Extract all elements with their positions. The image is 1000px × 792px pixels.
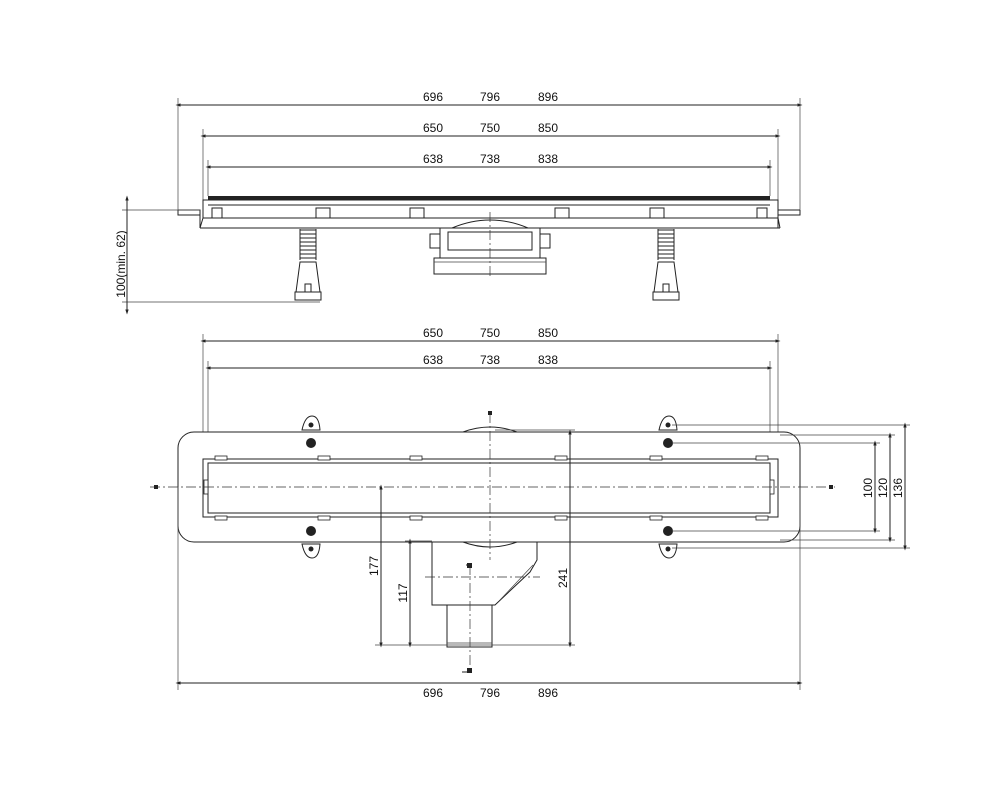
plan-overall-length-3: 896 xyxy=(538,686,558,700)
plan-grate-length-1: 638 xyxy=(423,353,443,367)
side-height-label: 100(min. 62) xyxy=(114,230,128,297)
adjustable-foot-right xyxy=(652,229,680,301)
side-height-dimension: 100(min. 62) xyxy=(114,195,320,315)
outlet-offset-dimension: 177 xyxy=(367,484,383,648)
plan-frame-length-2: 750 xyxy=(480,326,500,340)
width-136-label: 136 xyxy=(891,478,905,498)
side-view: 696 796 896 650 750 850 638 738 838 xyxy=(114,90,803,315)
width-100-label: 100 xyxy=(861,478,875,498)
side-grate-dimension: 638 738 838 xyxy=(205,152,773,196)
side-grate-length-1: 638 xyxy=(423,152,443,166)
channel-frame xyxy=(202,458,779,518)
plan-overall-dimension: 696 796 896 xyxy=(175,487,803,700)
side-overall-length-2: 796 xyxy=(480,90,500,104)
plan-frame-length-1: 650 xyxy=(423,326,443,340)
outlet-depth-label: 117 xyxy=(396,583,410,602)
plan-overall-length-1: 696 xyxy=(423,686,443,700)
plan-frame-length-3: 850 xyxy=(538,326,558,340)
side-frame-length-1: 650 xyxy=(423,121,443,135)
plan-view: 650 750 850 638 738 838 xyxy=(150,326,910,700)
side-overall-length-3: 896 xyxy=(538,90,558,104)
outlet-depth-dimension: 117 xyxy=(375,538,575,648)
side-frame-dimension: 650 750 850 xyxy=(200,121,781,200)
total-depth-label: 241 xyxy=(556,568,570,588)
side-overall-dimension: 696 796 896 xyxy=(175,90,803,212)
outlet-offset-label: 177 xyxy=(367,556,381,576)
width-dimensions: 100 120 136 xyxy=(672,422,910,551)
mounting-holes xyxy=(301,415,678,559)
side-overall-length-1: 696 xyxy=(423,90,443,104)
trap-side-profile xyxy=(429,212,551,278)
outlet-plan xyxy=(425,539,540,673)
adjustable-foot-left xyxy=(294,229,322,301)
side-frame-length-3: 850 xyxy=(538,121,558,135)
plan-grate-length-2: 738 xyxy=(480,353,500,367)
side-grate-length-3: 838 xyxy=(538,152,558,166)
side-grate-length-2: 738 xyxy=(480,152,500,166)
total-depth-dimension: 241 xyxy=(495,429,575,648)
width-120-label: 120 xyxy=(876,478,890,498)
side-frame-length-2: 750 xyxy=(480,121,500,135)
plan-overall-length-2: 796 xyxy=(480,686,500,700)
channel-side-profile xyxy=(177,196,801,229)
plan-grate-length-3: 838 xyxy=(538,353,558,367)
